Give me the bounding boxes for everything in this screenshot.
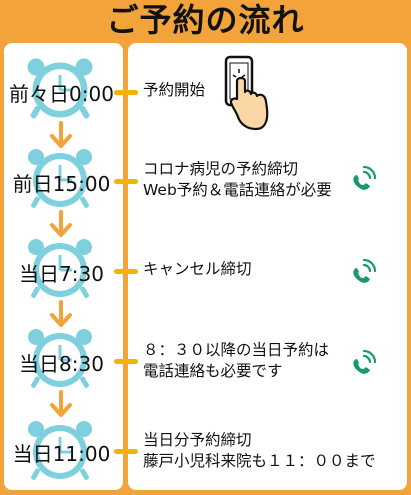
step-time-5: 当日11:00 xyxy=(12,442,111,466)
alarm-clock-icon xyxy=(28,149,92,208)
step-description-1: 予約開始 xyxy=(143,80,205,101)
step-time-2: 前日15:00 xyxy=(12,172,111,196)
phone-icon xyxy=(353,349,377,374)
down-arrow-icon xyxy=(50,121,72,148)
step-description-3: キャンセル締切 xyxy=(143,259,252,280)
down-arrow-icon xyxy=(50,390,72,417)
description-line: 予約開始 xyxy=(143,81,206,99)
description-line: コロナ病児の予約締切 xyxy=(143,160,299,178)
description-line: 藤戸小児科来院も１１：００まで xyxy=(143,452,376,470)
phone-icon xyxy=(353,258,377,283)
phone-icon xyxy=(353,165,377,190)
alarm-clock-icon xyxy=(27,58,93,119)
description-line: キャンセル締切 xyxy=(143,260,252,278)
connector-line xyxy=(114,269,138,274)
connector-line xyxy=(114,359,138,364)
description-line: 電話連絡も必要です xyxy=(143,362,283,380)
down-arrow-icon xyxy=(50,300,72,327)
down-arrow-icon xyxy=(50,210,72,237)
description-line: ８：３０以降の当日予約は xyxy=(143,341,330,359)
step-description-4: ８：３０以降の当日予約は 電話連絡も必要です xyxy=(143,340,329,382)
step-time-4: 当日8:30 xyxy=(19,352,104,376)
step-time-3: 当日7:30 xyxy=(19,262,104,286)
step-description-5: 当日分予約締切 藤戸小児科来院も１１：００まで xyxy=(143,430,376,472)
alarm-clock-icon xyxy=(28,421,92,480)
connector-line xyxy=(114,90,138,95)
connector-line xyxy=(114,449,138,454)
alarm-clock-icon xyxy=(28,239,92,298)
step-description-2: コロナ病児の予約締切 Web予約＆電話連絡が必要 xyxy=(143,159,332,201)
description-line: Web予約＆電話連絡が必要 xyxy=(143,181,332,199)
smartphone-tap-icon xyxy=(224,55,269,131)
alarm-clock-icon xyxy=(28,329,92,388)
step-time-1: 前々日0:00 xyxy=(9,82,114,106)
page-title: ご予約の流れ xyxy=(106,1,305,39)
description-line: 当日分予約締切 xyxy=(143,431,252,449)
connector-line xyxy=(114,179,138,184)
